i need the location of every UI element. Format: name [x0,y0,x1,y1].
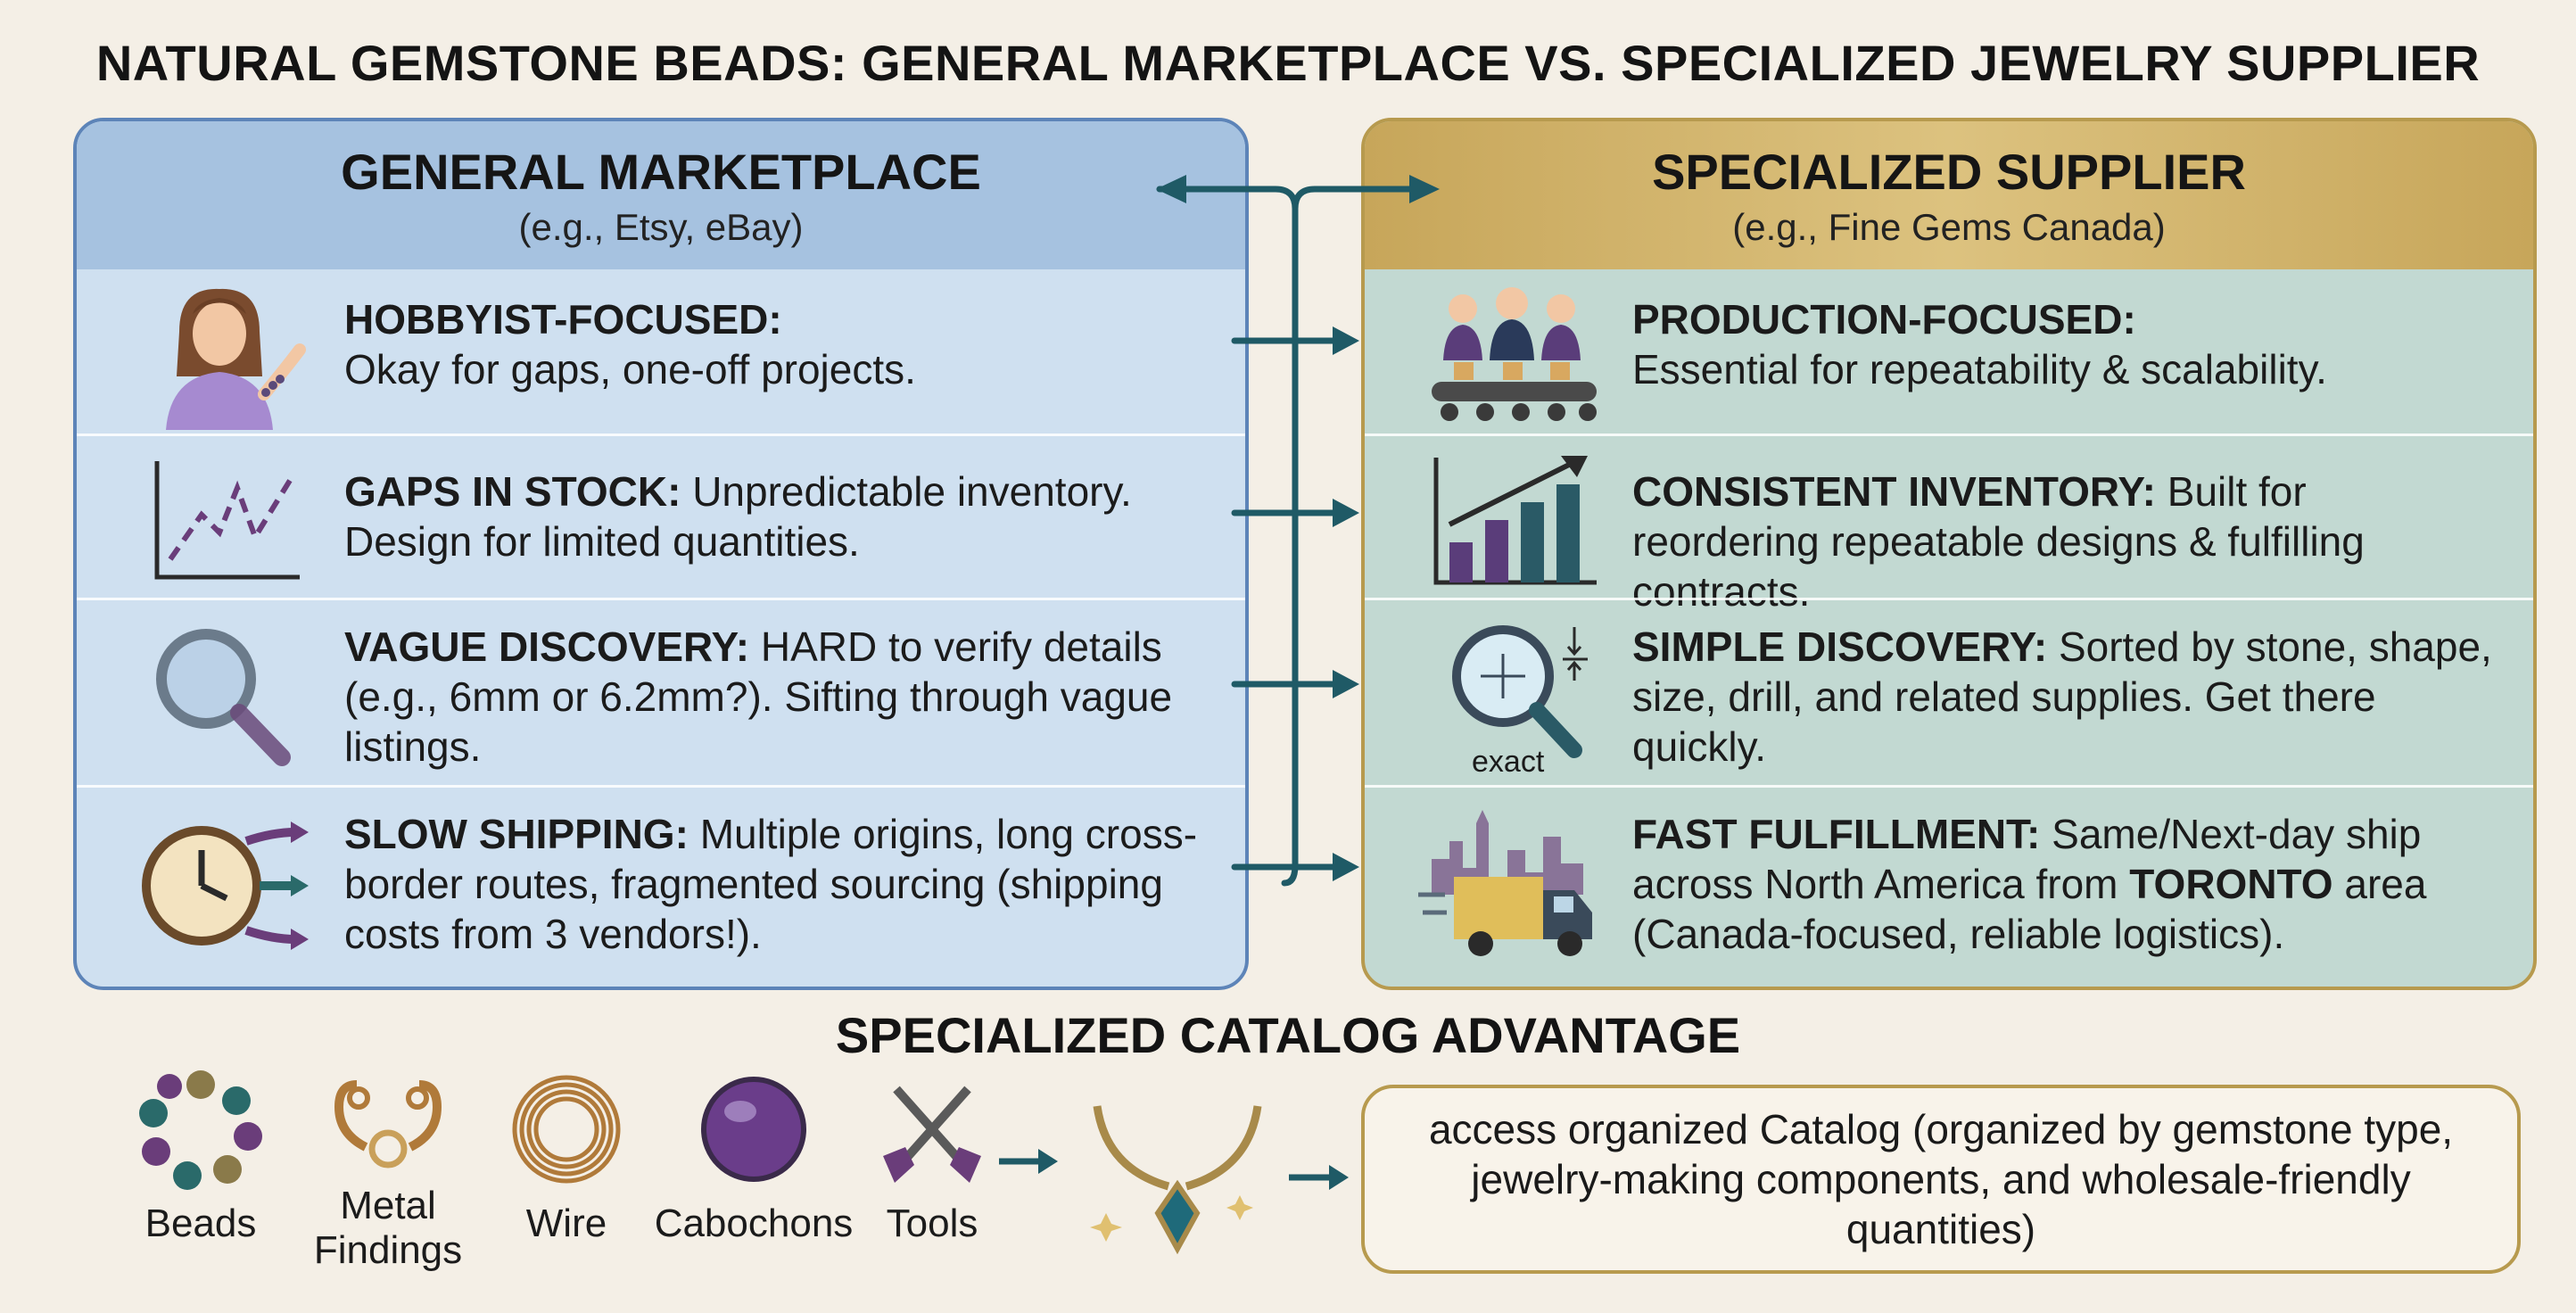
delivery-truck-city-icon [1418,810,1592,956]
row-gaps-in-stock: GAPS IN STOCK: Unpredictable inventory. … [77,434,1245,598]
fast-fulfillment-body-end: area (Canada-focused, reliable logistics… [1632,861,2427,957]
vague-discovery-text: VAGUE DISCOVERY: HARD to verify details … [344,622,1210,772]
slow-shipping-text: SLOW SHIPPING: Multiple origins, long cr… [344,809,1210,959]
clock-arrows-icon [142,822,309,950]
arrowhead-left [1156,175,1186,203]
arrowhead-row-2 [1333,499,1359,527]
catalog-access-text: access organized Catalog (organized by g… [1428,1106,2454,1252]
arrowhead-row-1 [1333,326,1359,355]
catalog-item-metal-findings: Metal Findings [303,1067,473,1273]
consistent-inventory-body: Built for reordering repeatable designs … [1632,468,2365,615]
simple-discovery-heading: SIMPLE DISCOVERY: [1632,623,2048,670]
row-slow-shipping: SLOW SHIPPING: Multiple origins, long cr… [77,785,1245,987]
wire-coil-icon [512,1075,621,1184]
catalog-item-beads: Beads [125,1067,277,1246]
row-fast-fulfillment: FAST FULFILLMENT: Same/Next-day ship acr… [1365,785,2533,987]
simple-discovery-text: SIMPLE DISCOVERY: Sorted by stone, shape… [1632,622,2498,772]
slow-shipping-body: Multiple origins, long cross-border rout… [344,811,1198,957]
catalog-item-metal-findings-label: Metal Findings [313,1184,463,1272]
arrowhead-top-right [1409,175,1440,203]
catalog-item-tools-label: Tools [886,1202,978,1245]
beads-icon [139,1070,262,1190]
gaps-in-stock-text: GAPS IN STOCK: Unpredictable inventory. … [344,467,1210,566]
catalog-access-box: access organized Catalog (organized by g… [1361,1085,2521,1274]
row-vague-discovery: VAGUE DISCOVERY: HARD to verify details … [77,598,1245,785]
blurry-magnifier-icon [156,629,291,766]
general-marketplace-title: GENERAL MARKETPLACE [341,144,981,200]
production-focused-body: Essential for repeatability & scalabilit… [1632,346,2327,392]
page-title: NATURAL GEMSTONE BEADS: GENERAL MARKETPL… [95,35,2481,91]
arrowhead-row-3 [1333,670,1359,698]
precise-magnifier-icon: exact [1452,625,1588,779]
connector-top-right [1292,186,1431,212]
row-simple-discovery: exact SIMPLE DISCOVERY: Sorted by stone,… [1365,598,2533,785]
hobbyist-heading: HOBBYIST-FOCUSED: [344,296,782,343]
catalog-item-wire: Wire [500,1067,633,1246]
fast-fulfillment-heading: FAST FULFILLMENT: [1632,811,2041,857]
vague-discovery-body: HARD to verify details (e.g., 6mm or 6.2… [344,623,1173,770]
pendant-necklace-icon [1090,1105,1262,1255]
fast-fulfillment-body-start: Same/Next-day ship across North America … [1632,811,2422,907]
consistent-inventory-text: CONSISTENT INVENTORY: Built for reorderi… [1632,467,2498,616]
specialized-supplier-header: SPECIALIZED SUPPLIER (e.g., Fine Gems Ca… [1365,121,2533,269]
catalog-item-cabochons-label: Cabochons [654,1202,854,1245]
hobbyist-body: Okay for gaps, one-off projects. [344,346,916,392]
catalog-item-tools: Tools [870,1067,995,1246]
slow-shipping-heading: SLOW SHIPPING: [344,811,689,857]
simple-discovery-body: Sorted by stone, shape, size, drill, and… [1632,623,2492,770]
specialized-supplier-subtitle: (e.g., Fine Gems Canada) [1732,206,2166,248]
arrowhead-row-4 [1333,853,1359,881]
fast-fulfillment-text: FAST FULFILLMENT: Same/Next-day ship acr… [1632,809,2498,959]
fast-fulfillment-toronto: TORONTO [2129,861,2333,907]
general-marketplace-panel: GENERAL MARKETPLACE (e.g., Etsy, eBay) H… [73,118,1249,990]
cabochon-icon [701,1077,806,1182]
growth-bar-chart-icon [1433,456,1597,585]
catalog-item-cabochons: Cabochons [642,1067,865,1246]
specialized-supplier-title: SPECIALIZED SUPPLIER [1652,144,2246,200]
catalog-flow [999,1105,1349,1255]
row-hobbyist: HOBBYIST-FOCUSED: Okay for gaps, one-off… [77,269,1245,434]
row-production-focused: PRODUCTION-FOCUSED: Essential for repeat… [1365,269,2533,434]
hobbyist-person-icon [166,288,306,430]
exact-label: exact [1472,745,1545,779]
connector-trunk [1156,186,1299,887]
production-team-conveyor-icon [1432,287,1597,421]
production-focused-heading: PRODUCTION-FOCUSED: [1632,296,2136,343]
gaps-in-stock-heading: GAPS IN STOCK: [344,468,681,515]
catalog-item-wire-label: Wire [525,1202,607,1245]
gaps-in-stock-body: Unpredictable inventory. Design for limi… [344,468,1132,565]
catalog-title: SPECIALIZED CATALOG ADVANTAGE [835,1007,1741,1063]
tools-icon [883,1086,981,1183]
vague-discovery-heading: VAGUE DISCOVERY: [344,623,750,670]
metal-findings-icon [334,1080,442,1168]
row-consistent-inventory: CONSISTENT INVENTORY: Built for reorderi… [1365,434,2533,615]
specialized-supplier-panel: SPECIALIZED SUPPLIER (e.g., Fine Gems Ca… [1361,118,2537,990]
consistent-inventory-heading: CONSISTENT INVENTORY: [1632,468,2156,515]
hobbyist-text: HOBBYIST-FOCUSED: Okay for gaps, one-off… [344,294,1210,394]
catalog-item-beads-label: Beads [144,1202,257,1245]
general-marketplace-header: GENERAL MARKETPLACE (e.g., Etsy, eBay) [77,121,1245,269]
erratic-stock-chart-icon [154,461,300,580]
production-focused-text: PRODUCTION-FOCUSED: Essential for repeat… [1632,294,2498,394]
general-marketplace-subtitle: (e.g., Etsy, eBay) [518,206,804,248]
